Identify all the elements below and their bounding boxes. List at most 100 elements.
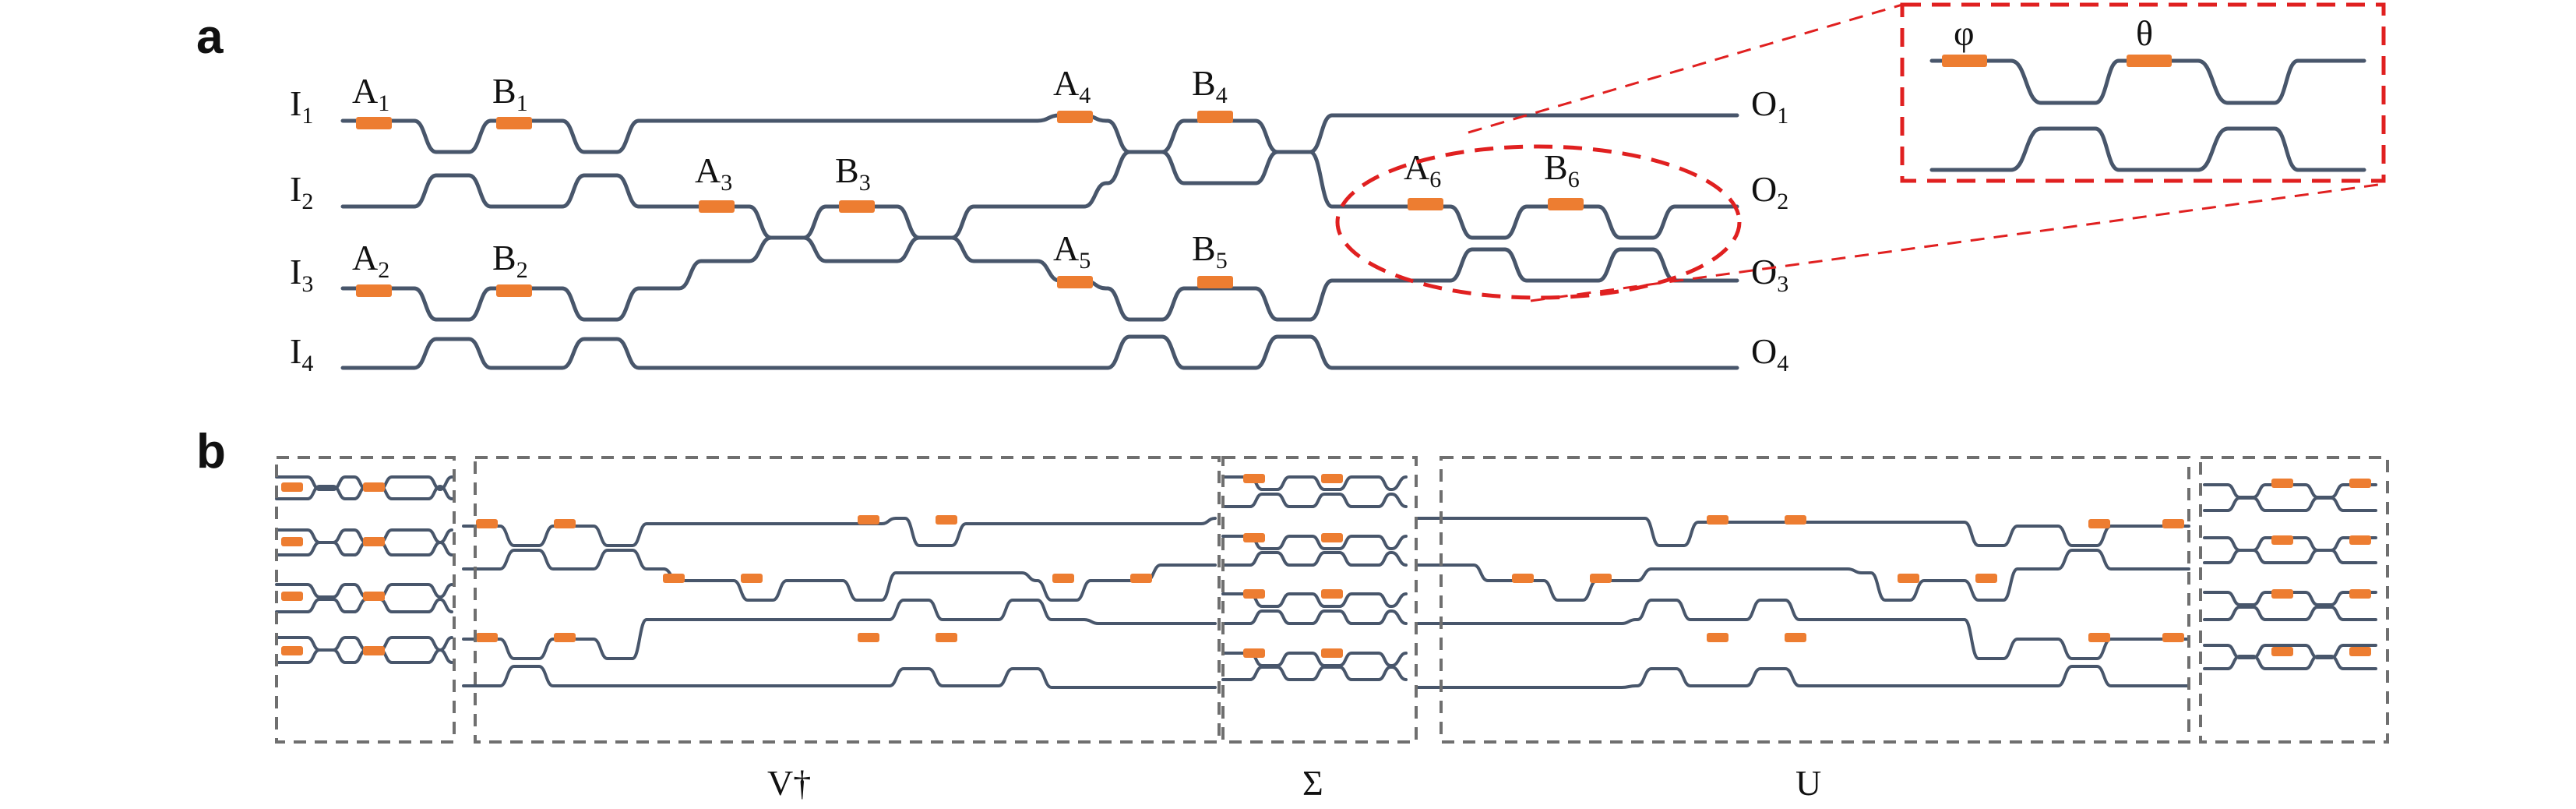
- u-phase-shifter-12: [2162, 633, 2184, 642]
- output-label-3: O3: [1751, 252, 1788, 297]
- zoom-line-top: [1468, 3, 1903, 134]
- v-dagger-waveguide-1: [462, 517, 1217, 547]
- ps-label-a2: A2: [352, 238, 389, 283]
- panel-label-a: a: [196, 10, 224, 64]
- sigma-phase-shifter-1: [1243, 474, 1265, 483]
- inset-phase-shifter-phi: [1942, 55, 1987, 67]
- right-block-phase-shifter-7: [2271, 647, 2293, 656]
- v-dagger-phase-shifter-9: [476, 633, 498, 642]
- v-dagger-phase-shifter-4: [741, 574, 763, 583]
- ps-label-a3: A3: [695, 150, 732, 196]
- panel-a-mzi-mesh: I1 I2 I3 I4 O1 O2 O3 O4 A1 B1 A2 B2 A3 B…: [290, 2, 2386, 376]
- ps-label-a4: A4: [1053, 63, 1091, 108]
- block-left-diagonal: [275, 456, 456, 744]
- v-dagger-waveguide-4: [462, 665, 1217, 689]
- u-phase-shifter-1: [1512, 574, 1534, 583]
- right-block-waveguide-7: [2203, 644, 2377, 659]
- v-dagger-phase-shifter-2: [554, 519, 576, 528]
- waveguide-row-1: [340, 113, 1739, 154]
- highlight-ellipse: [1335, 144, 1742, 300]
- phase-shifter-b5: [1197, 276, 1233, 288]
- phase-shifter-b4: [1197, 111, 1233, 123]
- sigma-waveguide-6: [1221, 609, 1408, 625]
- panel-b-phase-shifters: [281, 474, 2371, 658]
- panel-a-waveguides: [340, 113, 1739, 370]
- phase-shifter-b1: [496, 117, 532, 129]
- block-label-u: U: [1795, 763, 1821, 803]
- sigma-phase-shifter-7: [1243, 648, 1265, 658]
- waveguide-row-2: [340, 150, 1739, 240]
- right-block-waveguide-4: [2203, 549, 2377, 564]
- waveguide-row-4: [340, 334, 1739, 370]
- output-label-2: O2: [1751, 169, 1788, 214]
- right-block-phase-shifter-6: [2349, 589, 2371, 599]
- right-block-phase-shifter-2: [2349, 479, 2371, 488]
- sigma-phase-shifter-4: [1321, 533, 1343, 542]
- left-block-phase-shifter-4: [363, 537, 385, 546]
- output-label-1: O1: [1751, 83, 1788, 129]
- ps-label-a1: A1: [352, 71, 389, 116]
- sigma-waveguide-2: [1221, 493, 1408, 508]
- v-dagger-waveguide-2: [462, 549, 1217, 602]
- phase-shifter-b3: [839, 200, 875, 213]
- ps-label-b2: B2: [492, 238, 528, 283]
- left-block-phase-shifter-7: [281, 646, 303, 655]
- right-block-phase-shifter-8: [2349, 647, 2371, 656]
- zoom-line-bottom: [1530, 182, 2384, 302]
- right-block-waveguide-6: [2203, 606, 2377, 621]
- u-phase-shifter-5: [1898, 574, 1919, 583]
- left-block-phase-shifter-8: [363, 646, 385, 655]
- u-phase-shifter-7: [2088, 519, 2110, 528]
- u-phase-shifter-6: [1975, 574, 1997, 583]
- block-right-diagonal: [2199, 456, 2389, 744]
- block-u: [1440, 456, 2190, 744]
- sigma-waveguide-8: [1221, 666, 1408, 681]
- inset-waveguides: [1929, 58, 2366, 172]
- phase-shifter-a6: [1408, 198, 1443, 210]
- v-dagger-phase-shifter-5: [858, 515, 879, 525]
- phase-shifter-a1: [356, 117, 392, 129]
- v-dagger-phase-shifter-8: [1130, 574, 1152, 583]
- input-label-2: I2: [290, 169, 313, 214]
- block-label-sigma: Σ: [1302, 763, 1323, 803]
- block-v-dagger: [474, 456, 1221, 744]
- waveguide-row-3: [340, 235, 1739, 322]
- panel-label-b: b: [196, 425, 226, 479]
- sigma-waveguide-4: [1221, 551, 1408, 567]
- u-phase-shifter-8: [2162, 519, 2184, 528]
- left-block-phase-shifter-2: [363, 482, 385, 492]
- inset-label-phi: φ: [1954, 13, 1975, 53]
- sigma-phase-shifter-2: [1321, 474, 1343, 483]
- input-label-4: I4: [290, 331, 313, 376]
- u-phase-shifter-11: [2088, 633, 2110, 642]
- v-dagger-waveguide-3: [462, 599, 1217, 660]
- sigma-phase-shifter-3: [1243, 533, 1265, 542]
- v-dagger-phase-shifter-1: [476, 519, 498, 528]
- u-phase-shifter-9: [1707, 633, 1728, 642]
- phase-shifter-a3: [699, 200, 735, 213]
- u-waveguide-3: [1416, 599, 2190, 660]
- right-block-waveguide-8: [2203, 655, 2377, 670]
- left-block-waveguide-6: [275, 597, 453, 613]
- v-dagger-phase-shifter-3: [663, 574, 685, 583]
- input-label-3: I3: [290, 252, 313, 297]
- ps-label-b1: B1: [492, 71, 528, 116]
- right-block-phase-shifter-4: [2349, 535, 2371, 545]
- ps-label-a6: A6: [1404, 147, 1441, 193]
- right-block-phase-shifter-1: [2271, 479, 2293, 488]
- block-sigma: [1221, 456, 1418, 744]
- u-waveguide-1: [1416, 517, 2190, 547]
- inset-label-theta: θ: [2136, 13, 2153, 53]
- sigma-phase-shifter-6: [1321, 589, 1343, 599]
- sigma-phase-shifter-8: [1321, 648, 1343, 658]
- v-dagger-phase-shifter-12: [936, 633, 957, 642]
- phase-shifter-b2: [496, 284, 532, 297]
- sigma-waveguide-5: [1221, 592, 1408, 608]
- inset-waveguide-bottom: [1929, 126, 2366, 172]
- inset-frame: [1900, 2, 2386, 183]
- v-dagger-phase-shifter-11: [858, 633, 879, 642]
- ps-label-b6: B6: [1544, 147, 1580, 193]
- u-phase-shifter-2: [1590, 574, 1612, 583]
- panel-a-phase-shifters: [356, 111, 1584, 297]
- sigma-waveguide-1: [1221, 475, 1408, 491]
